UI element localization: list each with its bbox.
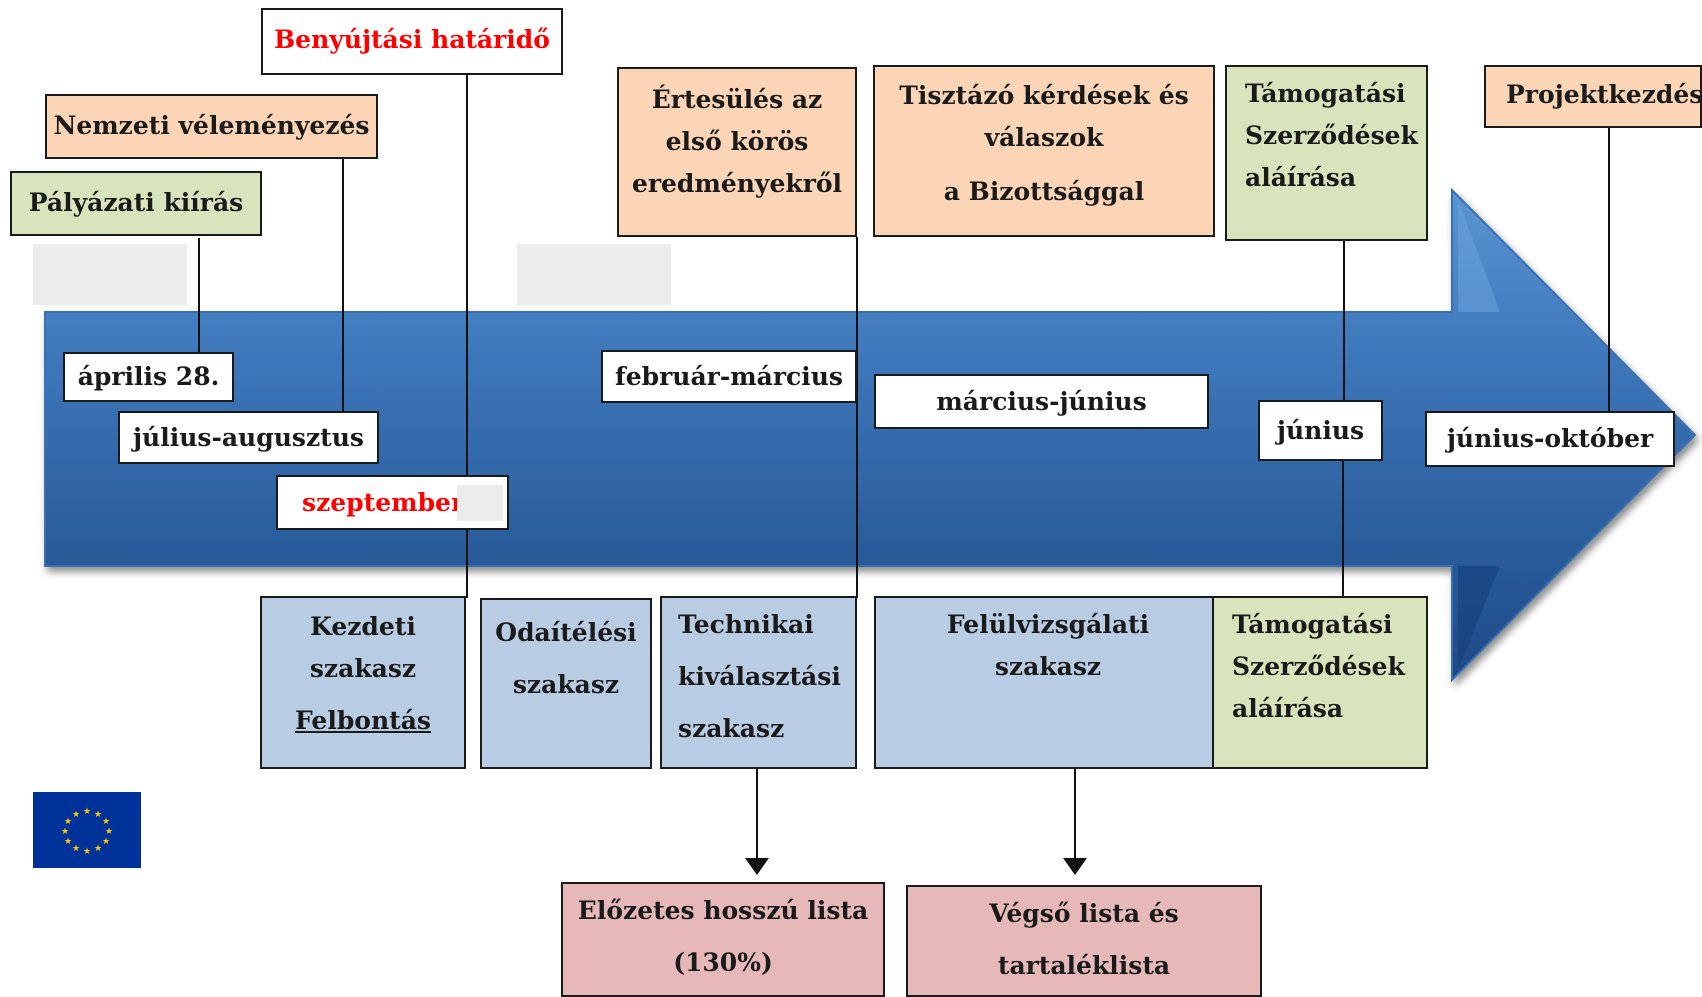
date-junius-box: június [1258, 400, 1383, 461]
projektkezdes-box: Projektkezdés [1484, 65, 1702, 128]
phase-kezdeti-box: Kezdeti szakasz Felbontás [260, 596, 466, 769]
connector-line [342, 158, 344, 412]
phase-kezdeti-line-1: Kezdeti [310, 612, 416, 641]
tisztazo-line-3: a Bizottsággal [943, 177, 1145, 206]
result-elozetes-line-2: (130%) [673, 948, 773, 977]
placeholder-box-middle [517, 244, 671, 305]
phase-odaitelesi-line-1: Odaítélési [495, 618, 637, 647]
tisztazo-line-1: Tisztázó kérdések és [899, 81, 1189, 110]
phase-tamogatasi-line-2: Szerződések [1232, 652, 1405, 681]
phase-technikai-line-3: szakasz [678, 714, 785, 743]
phase-technikai-line-1: Technikai [678, 610, 814, 639]
ertesules-line-1: Értesülés az [651, 85, 823, 114]
svg-text:★: ★ [94, 810, 102, 820]
phase-tamogatasi-line-3: aláírása [1232, 694, 1344, 723]
tamogatasi-top-box: Támogatási Szerződések aláírása [1225, 65, 1428, 241]
nemzeti-label: Nemzeti véleményezés [53, 111, 370, 140]
phase-odaitelesi-line-2: szakasz [512, 670, 620, 699]
date-marcius: március-június [936, 387, 1147, 416]
placeholder-box-left [33, 244, 187, 305]
result-vegso-box: Végső lista és tartaléklista [906, 885, 1262, 997]
date-februar-box: február-március [601, 350, 857, 403]
svg-text:★: ★ [83, 807, 91, 817]
date-julius: július-augusztus [133, 423, 364, 452]
svg-text:★: ★ [94, 844, 102, 854]
svg-text:★: ★ [102, 817, 110, 827]
date-szeptember-box: szeptember [276, 475, 509, 530]
svg-text:★: ★ [64, 817, 72, 827]
tamogatasi-top-line-2: Szerződések [1245, 121, 1418, 150]
date-julius-box: július-augusztus [118, 411, 379, 464]
palyazati-label: Pályázati kiírás [28, 188, 244, 217]
date-junius-oktober-box: június-október [1425, 411, 1675, 467]
tamogatasi-top-line-3: aláírása [1245, 163, 1357, 192]
result-vegso-line-2: tartaléklista [997, 951, 1171, 980]
benyujtasi-hatarido-box: Benyújtási határidő [261, 8, 563, 75]
connector-line [1343, 241, 1345, 400]
date-szeptember: szeptember [302, 488, 465, 517]
ertesules-box: Értesülés az első körös eredményekről [617, 67, 857, 237]
connector-line [1074, 767, 1076, 865]
szeptember-placeholder [457, 485, 503, 521]
result-vegso-line-1: Végső lista és [989, 899, 1179, 928]
nemzeti-velemenyezes-box: Nemzeti véleményezés [45, 94, 378, 159]
phase-felulvizsgalati-line-1: Felülvizsgálati [946, 610, 1150, 639]
date-aprilis: április 28. [77, 362, 220, 391]
date-aprilis-box: április 28. [63, 352, 234, 402]
date-junius: június [1276, 416, 1365, 445]
arrow-down-icon [745, 858, 769, 875]
phase-kezdeti-line-3: Felbontás [295, 706, 431, 735]
phase-kezdeti-line-2: szakasz [309, 654, 417, 683]
result-elozetes-box: Előzetes hosszú lista (130%) [561, 882, 885, 997]
connector-line [1608, 127, 1610, 411]
date-junius-oktober: június-október [1446, 424, 1654, 453]
connector-line [756, 767, 758, 865]
result-elozetes-line-1: Előzetes hosszú lista [577, 896, 869, 925]
benyujtasi-label: Benyújtási határidő [274, 25, 550, 54]
ertesules-line-2: első körös [665, 127, 809, 156]
arrow-down-icon [1063, 858, 1087, 875]
ertesules-line-3: eredményekről [631, 169, 843, 198]
tisztazo-line-2: válaszok [984, 123, 1104, 152]
svg-text:★: ★ [102, 837, 110, 847]
phase-tamogatasi-line-1: Támogatási [1232, 610, 1393, 639]
phase-technikai-box: Technikai kiválasztási szakasz [660, 596, 857, 769]
projektkezdes-label: Projektkezdés [1506, 80, 1702, 109]
svg-text:★: ★ [83, 847, 91, 857]
svg-text:★: ★ [72, 810, 80, 820]
svg-text:★: ★ [64, 837, 72, 847]
connector-line [856, 237, 858, 598]
eu-flag-icon: ★★★ ★★★ ★★★ ★★★ [33, 792, 141, 868]
tisztazo-kerdesek-box: Tisztázó kérdések és válaszok a Bizottsá… [873, 65, 1215, 237]
connector-line [1342, 459, 1344, 598]
svg-text:★: ★ [72, 844, 80, 854]
date-marcius-box: március-június [874, 374, 1209, 429]
connector-line [466, 74, 468, 598]
svg-text:★: ★ [61, 827, 69, 837]
palyazati-kiiras-box: Pályázati kiírás [10, 171, 262, 236]
phase-felulvizsgalati-line-2: szakasz [994, 652, 1102, 681]
svg-text:★: ★ [105, 827, 113, 837]
phase-tamogatasi-box: Támogatási Szerződések aláírása [1212, 596, 1428, 769]
phase-felulvizsgalati-box: Felülvizsgálati szakasz [874, 596, 1222, 769]
phase-technikai-line-2: kiválasztási [678, 662, 841, 691]
tamogatasi-top-line-1: Támogatási [1245, 79, 1406, 108]
phase-odaitelesi-box: Odaítélési szakasz [480, 598, 652, 769]
connector-line [198, 238, 200, 354]
date-februar: február-március [614, 362, 844, 391]
